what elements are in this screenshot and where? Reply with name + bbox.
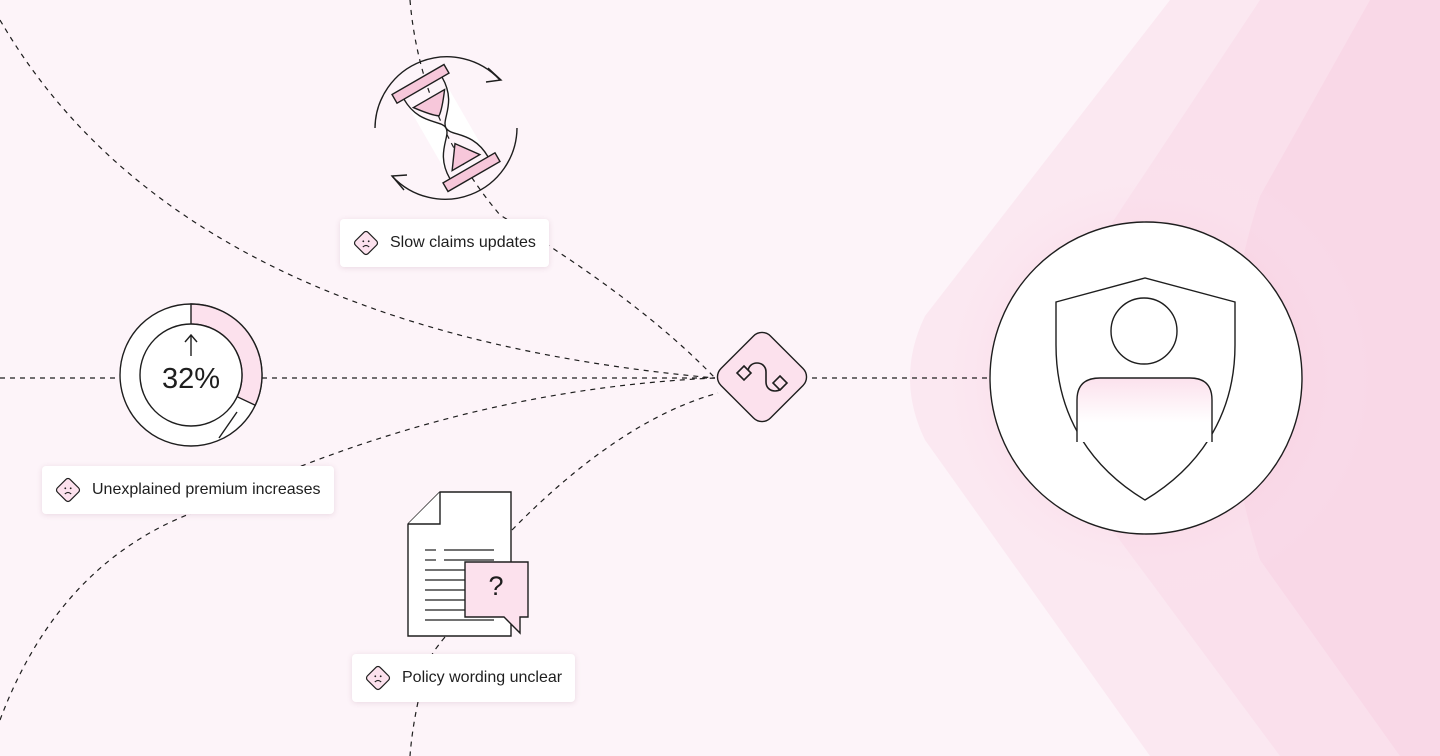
document-fold — [408, 492, 441, 525]
route-diamond-icon — [716, 331, 808, 423]
user-head — [1110, 297, 1178, 365]
shield-user-icon — [989, 221, 1303, 535]
up-arrow-icon — [184, 333, 198, 356]
connector-line-top-left — [0, 19, 716, 379]
connector-line-document-bottom — [429, 636, 446, 661]
connector-line-policy-bottom — [409, 701, 419, 756]
connector-line-document — [511, 392, 719, 531]
gauge-tick — [218, 411, 238, 439]
pain-point-card-slow-claims: Slow claims updates — [340, 219, 549, 267]
gauge-value-text: 32% — [161, 363, 221, 395]
pain-point-label: Slow claims updates — [390, 234, 536, 251]
pain-point-card-premium: Unexplained premium increases — [42, 466, 334, 514]
sad-face-diamond-icon — [55, 477, 81, 503]
connector-line-premium — [199, 377, 716, 511]
pain-point-label: Policy wording unclear — [402, 669, 563, 686]
connector-lines — [0, 0, 990, 756]
percentage-ring-icon — [119, 303, 263, 447]
gauge-inner-circle — [139, 323, 243, 427]
pain-point-label: Unexplained premium increases — [92, 481, 321, 498]
document-question-icon — [407, 491, 529, 637]
user-body — [1076, 377, 1213, 442]
route-path-icon — [735, 362, 789, 392]
question-bubble — [464, 561, 529, 635]
sad-face-diamond-icon — [353, 230, 379, 256]
connector-line-bottom-left — [0, 509, 201, 721]
sad-face-diamond-icon — [365, 665, 391, 691]
hourglass-cycle-icon — [374, 56, 518, 200]
question-mark-text: ? — [488, 571, 504, 601]
pain-point-card-policy: Policy wording unclear — [352, 654, 576, 702]
